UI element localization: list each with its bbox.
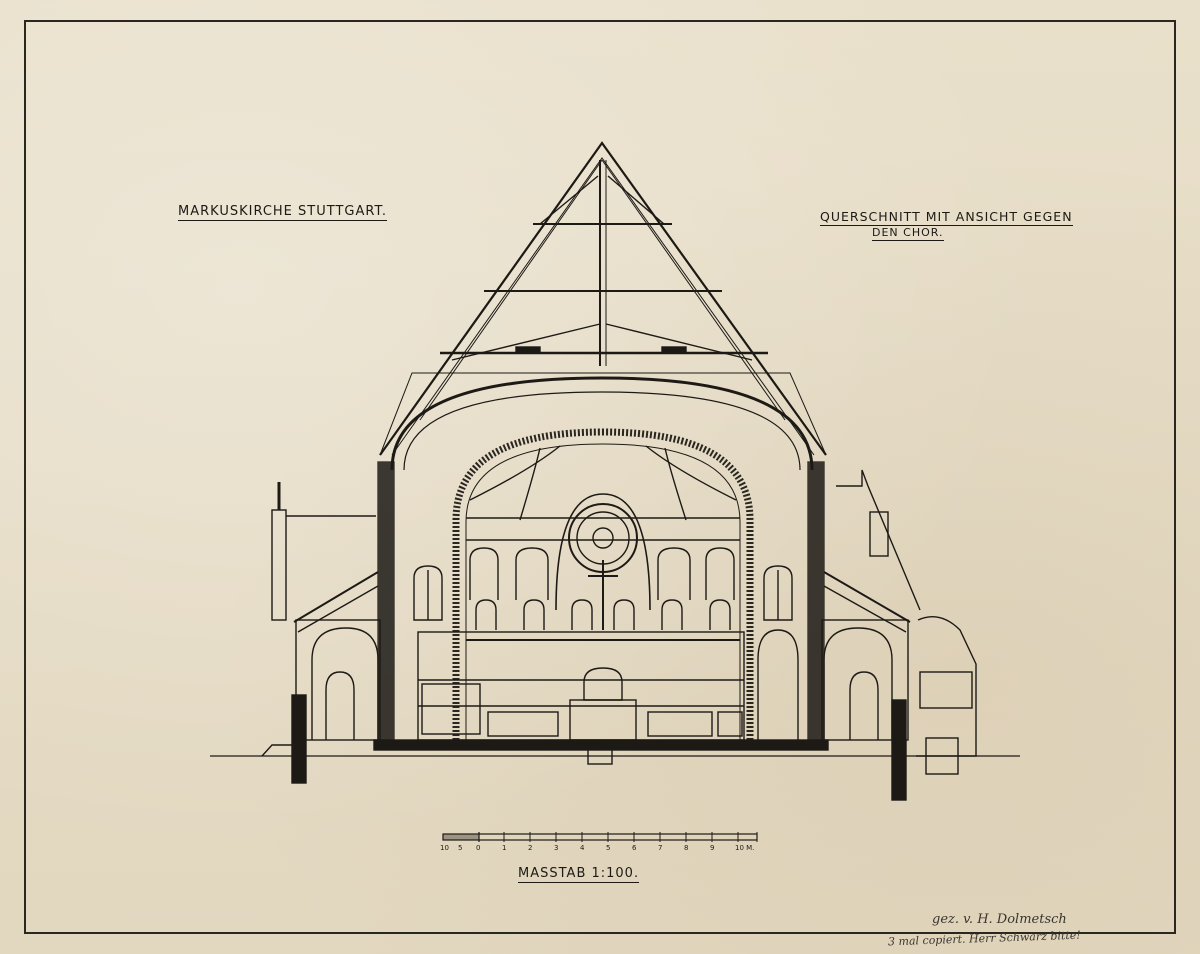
pencil-signature: gez. v. H. Dolmetsch bbox=[932, 912, 1067, 927]
scale-tick: 10 M. bbox=[735, 844, 754, 852]
scale-tick: 2 bbox=[528, 844, 532, 852]
scale-tick: 6 bbox=[632, 844, 637, 852]
scale-tick: 8 bbox=[684, 844, 688, 852]
scale-tick: 0 bbox=[476, 844, 480, 852]
scale-tick: 4 bbox=[580, 844, 585, 852]
scale-tick: 10 bbox=[440, 844, 449, 852]
frame-right bbox=[1174, 20, 1176, 934]
section-title-line1: Querschnitt mit Ansicht gegen bbox=[820, 209, 1073, 226]
scale-tick: 5 bbox=[606, 844, 610, 852]
scale-bar bbox=[442, 832, 758, 842]
frame-left bbox=[24, 20, 26, 934]
scale-tick-labels: 10 5 0 1 2 3 4 5 6 7 8 9 10 M. bbox=[440, 844, 754, 852]
drawing-title: Markuskirche Stuttgart. bbox=[178, 204, 387, 221]
section-title-line2: den Chor. bbox=[872, 226, 944, 241]
scale-tick: 9 bbox=[710, 844, 714, 852]
scale-tick: 5 bbox=[458, 844, 462, 852]
frame-top bbox=[24, 20, 1176, 22]
scale-tick: 1 bbox=[502, 844, 506, 852]
scale-label: Masstab 1:100. bbox=[518, 866, 640, 883]
scale-tick: 3 bbox=[554, 844, 558, 852]
scale-tick: 7 bbox=[658, 844, 662, 852]
frame-bottom bbox=[24, 932, 1176, 934]
